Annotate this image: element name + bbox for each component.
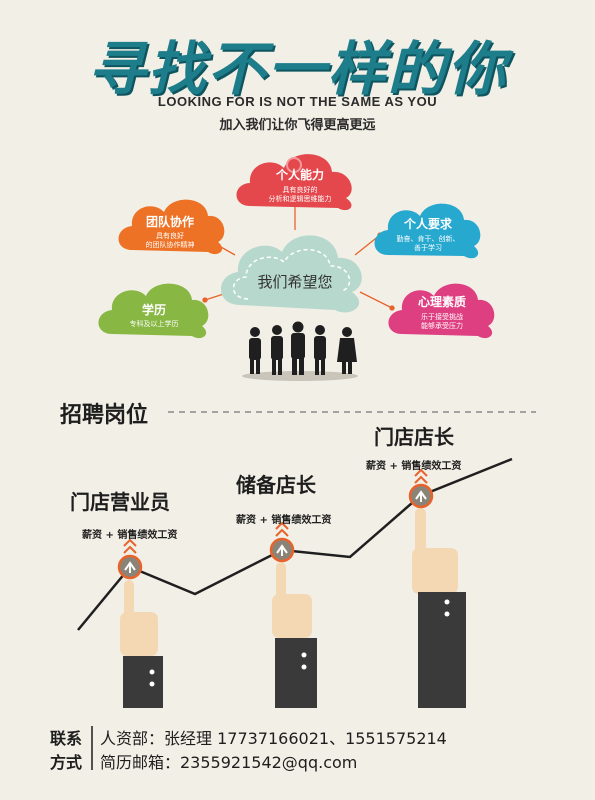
section-title: 招聘岗位 <box>60 403 149 428</box>
center-cloud-label: 我们希望您 <box>257 273 332 291</box>
cloud-education: 学历 专科及以上学历 <box>98 283 209 339</box>
headline: 寻找不一样的你 <box>87 35 508 103</box>
cloud-desc: 分析和逻辑思维能力 <box>269 194 332 203</box>
pointing-hand-1 <box>117 538 163 708</box>
cloud-desc: 善于学习 <box>414 243 442 252</box>
center-cloud: 我们希望您 <box>220 235 362 313</box>
pointing-hand-3 <box>408 468 466 708</box>
contact-label-line1: 联系 <box>50 729 83 748</box>
contact-email: 简历邮箱：2355921542@qq.com <box>100 753 358 772</box>
job-title-store-clerk: 门店营业员 <box>70 490 170 514</box>
cloud-title: 团队协作 <box>146 214 194 229</box>
job-title-store-manager: 门店店长 <box>374 425 454 449</box>
cloud-personal-requirements: 个人要求 勤奋、肯干、创新、 善于学习 <box>374 203 481 259</box>
cloud-desc: 能够承受压力 <box>421 321 463 330</box>
cloud-desc: 乐于接受挑战 <box>421 312 463 321</box>
cloud-desc: 的团队协作精神 <box>146 240 195 249</box>
cloud-title: 个人能力 <box>275 167 324 182</box>
job-salary-store-clerk: 薪资 + 销售绩效工资 <box>82 530 178 541</box>
cloud-title: 个人要求 <box>403 216 453 231</box>
cloud-title: 心理素质 <box>418 294 466 309</box>
cloud-desc: 勤奋、肯干、创新、 <box>397 234 460 243</box>
subtitle-chinese: 加入我们让你飞得更高更远 <box>219 118 376 133</box>
job-salary-store-manager: 薪资 + 销售绩效工资 <box>366 461 462 472</box>
cloud-desc: 具有良好的 <box>283 185 318 194</box>
job-title-reserve-manager: 储备店长 <box>236 473 316 497</box>
cloud-desc: 专科及以上学历 <box>130 319 179 328</box>
pointing-hand-2 <box>269 521 317 708</box>
business-people-silhouettes <box>242 321 358 381</box>
cloud-title: 学历 <box>142 302 166 317</box>
cloud-personal-ability: 个人能力 具有良好的 分析和逻辑思维能力 <box>236 154 352 211</box>
cloud-teamwork: 团队协作 具有良好 的团队协作精神 <box>118 199 225 255</box>
cloud-desc: 具有良好 <box>156 231 184 240</box>
contact-hr-phone: 人资部：张经理 17737166021、1551575214 <box>100 729 447 748</box>
job-salary-reserve-manager: 薪资 + 销售绩效工资 <box>236 515 332 526</box>
subtitle-english: LOOKING FOR IS NOT THE SAME AS YOU <box>157 94 438 109</box>
cloud-psychological-quality: 心理素质 乐于接受挑战 能够承受压力 <box>388 283 495 339</box>
search-icon <box>286 157 302 173</box>
contact-label-line2: 方式 <box>50 753 83 772</box>
